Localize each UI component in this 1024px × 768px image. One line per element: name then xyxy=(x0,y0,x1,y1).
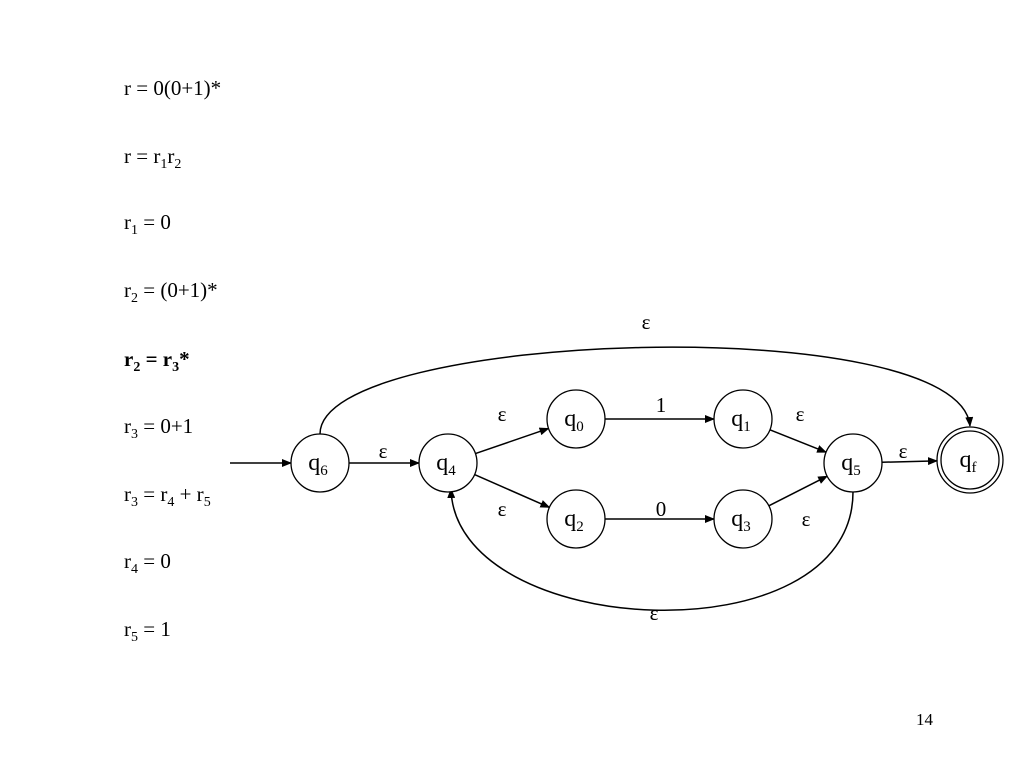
state-q4: q4 xyxy=(418,433,478,493)
state-label-qf: qf xyxy=(960,447,977,476)
transition-label-q6-q4: ε xyxy=(379,439,388,463)
transition-q6-qf xyxy=(319,346,974,435)
transition-label-q0-q1: 1 xyxy=(656,393,667,417)
transition-q5-qf xyxy=(881,457,939,466)
equation-r3: r3 = 0+1 xyxy=(124,414,194,442)
transition-label-q3-q5: ε xyxy=(802,507,811,531)
transition-label-q4-q0: ε xyxy=(498,402,507,426)
state-q2: q2 xyxy=(546,489,606,549)
equation-r2: r2 = (0+1)* xyxy=(124,278,218,306)
state-label-q5: q5 xyxy=(841,450,861,479)
transition-label-q1-q5: ε xyxy=(796,402,805,426)
state-q6: q6 xyxy=(290,433,350,493)
state-label-q2: q2 xyxy=(564,506,584,535)
transition-label-q4-q2: ε xyxy=(498,497,507,521)
transition-label-q5-q4: ε xyxy=(650,601,659,625)
equation-r3-union: r3 = r4 + r5 xyxy=(124,482,211,510)
equation-r2-star: r2 = r3* xyxy=(124,347,190,375)
equation-r4: r4 = 0 xyxy=(124,549,171,577)
transition-label-q6-qf: ε xyxy=(642,310,651,334)
state-q3: q3 xyxy=(713,489,773,549)
state-label-q0: q0 xyxy=(564,406,584,435)
transition-q1-q5 xyxy=(769,429,828,453)
transition-q5-q4 xyxy=(447,488,854,612)
transition-q3-q5 xyxy=(768,475,829,507)
transition-q4-q0 xyxy=(475,427,550,455)
state-label-q4: q4 xyxy=(436,450,456,479)
equation-r5: r5 = 1 xyxy=(124,617,171,645)
transition-label-q5-qf: ε xyxy=(899,439,908,463)
state-label-q6: q6 xyxy=(308,450,328,479)
state-qf: qf xyxy=(936,426,1004,494)
state-q1: q1 xyxy=(713,389,773,449)
transition-q4-q2 xyxy=(474,473,551,509)
state-q0: q0 xyxy=(546,389,606,449)
state-label-q3: q3 xyxy=(731,506,751,535)
state-label-q1: q1 xyxy=(731,406,751,435)
equation-r-concat: r = r1r2 xyxy=(124,144,182,172)
transition-label-q2-q3: 0 xyxy=(656,497,667,521)
state-q5: q5 xyxy=(823,433,883,493)
equation-r: r = 0(0+1)* xyxy=(124,76,222,100)
page-number: 14 xyxy=(916,710,933,729)
equation-r1: r1 = 0 xyxy=(124,210,171,238)
